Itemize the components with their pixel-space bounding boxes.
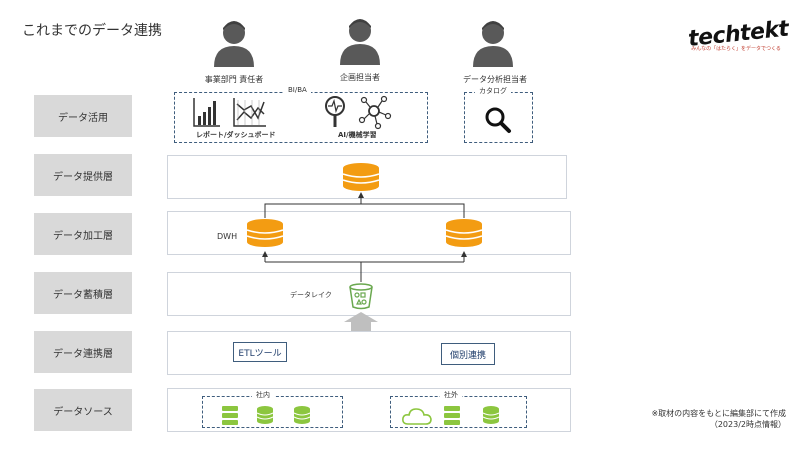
panel-storage	[167, 272, 571, 316]
layer-label-processing: データ加工層	[34, 213, 132, 255]
layer-label-source: データソース	[34, 389, 132, 431]
bi-ba-label: BI/BA	[284, 86, 311, 94]
panel-processing	[167, 211, 571, 255]
report-dashboard-label: レポート/ダッシュボード	[196, 131, 276, 139]
person-icon	[340, 19, 380, 65]
datalake-bucket-icon	[349, 283, 373, 310]
footnote: ※取材の内容をもとに編集部にて作成 （2023/2時点情報）	[600, 408, 786, 430]
person-icon	[473, 21, 513, 67]
footnote-line1: ※取材の内容をもとに編集部にて作成	[651, 409, 786, 418]
server-icon	[222, 406, 238, 425]
database-icon	[342, 163, 380, 191]
report-dashboard-icon	[193, 98, 266, 127]
logo-tagline: みんなの「はたらく」をデータでつくる	[691, 46, 781, 52]
cloud-icon	[402, 408, 432, 425]
catalog-label: カタログ	[475, 86, 511, 96]
datalake-label: データレイク	[290, 291, 332, 299]
footnote-line2: （2023/2時点情報）	[709, 420, 786, 429]
persona-business-manager: 事業部門 責任者	[204, 20, 264, 85]
persona-label: 事業部門 責任者	[204, 75, 264, 84]
ai-ml-label: AI/機械学習	[338, 131, 377, 139]
dwh-label: DWH	[217, 232, 238, 241]
layer-label-provision: データ提供層	[34, 154, 132, 196]
layer-label-usage: データ活用	[34, 95, 132, 137]
external-label: 社外	[440, 390, 462, 400]
persona-data-analyst: データ分析担当者	[463, 20, 527, 85]
server-icon	[444, 406, 460, 425]
layer-label-integration: データ連携層	[34, 331, 132, 373]
techtekt-logo: techtekt みんなの「はたらく」をデータでつくる	[687, 17, 790, 52]
database-icon	[445, 219, 483, 247]
etl-tool-box: ETLツール	[233, 342, 287, 362]
database-icon	[246, 219, 284, 247]
layer-label-storage: データ蓄積層	[34, 272, 132, 314]
person-icon	[214, 21, 254, 67]
individual-integration-box: 個別連携	[441, 343, 495, 365]
database-icon	[256, 406, 274, 424]
database-icon	[293, 406, 311, 424]
ai-ml-icon	[325, 95, 392, 130]
persona-planner: 企画担当者	[330, 18, 390, 83]
search-icon	[485, 107, 511, 133]
page-title: これまでのデータ連携	[22, 23, 162, 39]
persona-label: データ分析担当者	[463, 75, 527, 84]
persona-label: 企画担当者	[340, 73, 380, 82]
database-icon	[482, 406, 500, 424]
internal-label: 社内	[252, 390, 274, 400]
